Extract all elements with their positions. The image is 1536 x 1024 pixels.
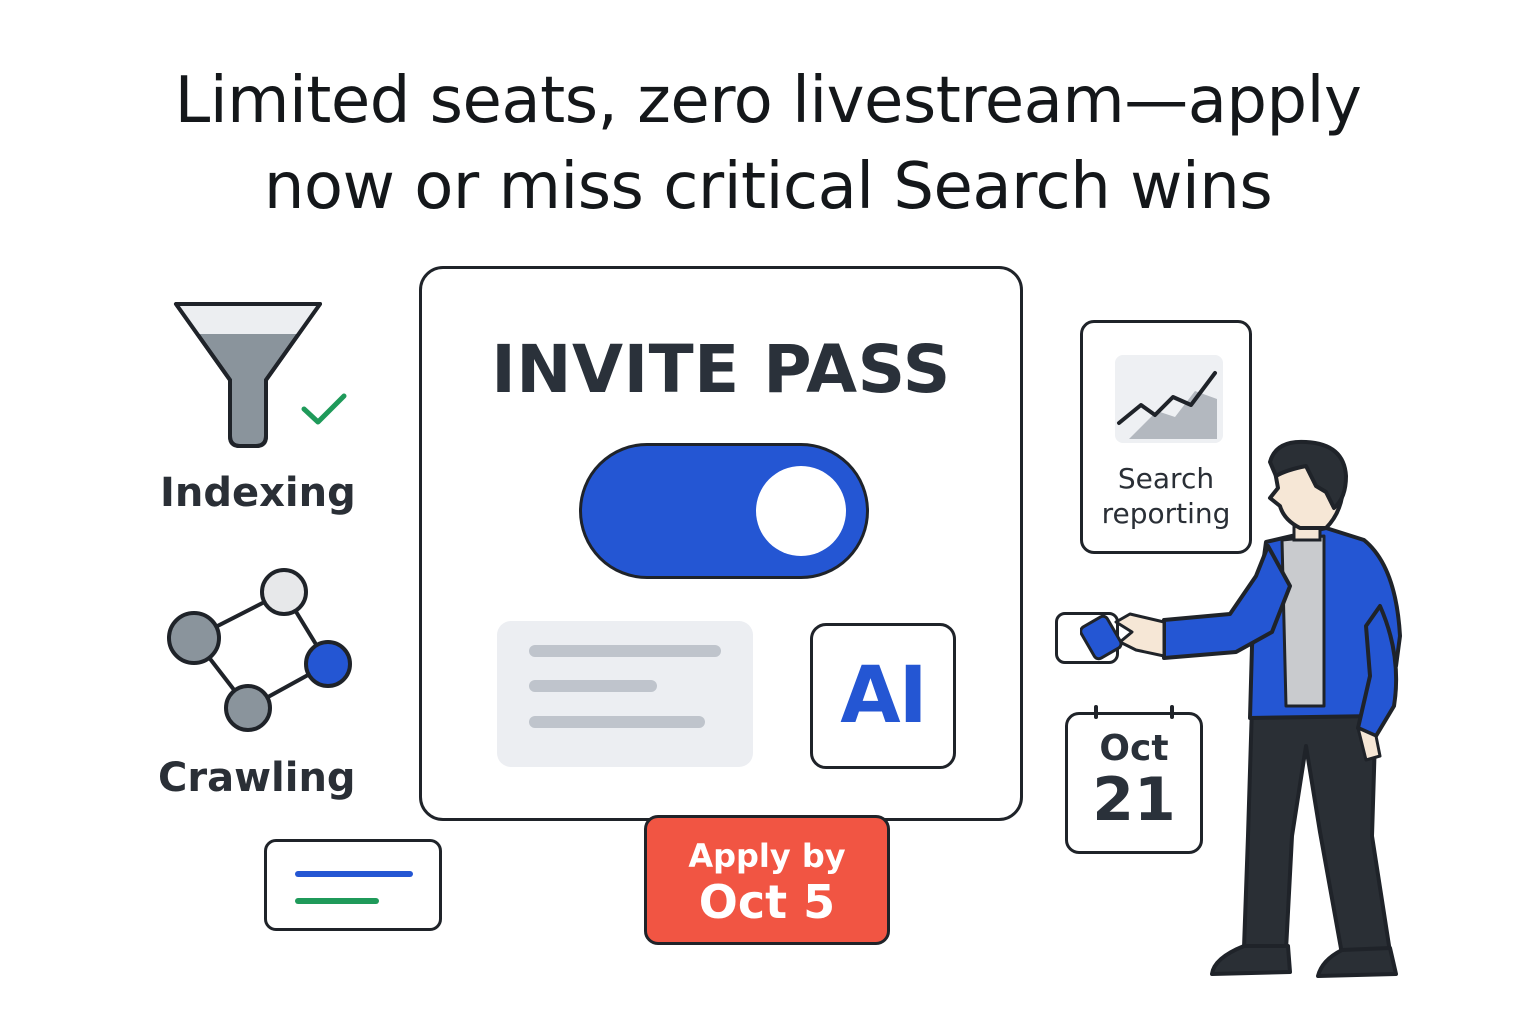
toggle-knob: [756, 466, 846, 556]
placeholder-line: [529, 645, 721, 657]
text-placeholder-panel: [497, 621, 753, 767]
headline-line-2: now or miss critical Search wins: [263, 150, 1273, 224]
green-line: [295, 898, 379, 904]
person-illustration: [1080, 439, 1402, 978]
apply-button[interactable]: Apply by Oct 5: [644, 815, 890, 945]
indexing-label: Indexing: [160, 470, 356, 516]
placeholder-line: [529, 716, 705, 728]
check-icon: [301, 393, 347, 425]
mini-text-card: [264, 839, 442, 931]
funnel-icon: [174, 302, 347, 448]
calendar-day: 21: [1092, 765, 1176, 835]
headline: Limited seats, zero livestream—apply now…: [0, 58, 1536, 230]
calendar-month: Oct: [1099, 728, 1169, 769]
apply-label: Apply by: [688, 837, 846, 875]
ai-badge-text: AI: [840, 651, 927, 741]
ai-badge: AI: [810, 623, 956, 769]
search-reporting-label: Search reporting: [1101, 462, 1231, 530]
placeholder-line: [529, 680, 657, 692]
blue-line: [295, 871, 413, 877]
search-reporting-card: Search reporting: [1080, 320, 1252, 554]
apply-deadline: Oct 5: [698, 875, 836, 929]
line-chart-icon: [1115, 355, 1223, 443]
pass-toggle[interactable]: [579, 443, 869, 579]
network-nodes-icon: [167, 568, 352, 732]
invite-pass-title: INVITE PASS: [491, 331, 951, 408]
headline-line-1: Limited seats, zero livestream—apply: [174, 64, 1362, 138]
crawling-label: Crawling: [158, 755, 356, 801]
calendar-icon: Oct 21: [1065, 705, 1203, 854]
invite-pass-card: INVITE PASS AI: [419, 266, 1023, 821]
